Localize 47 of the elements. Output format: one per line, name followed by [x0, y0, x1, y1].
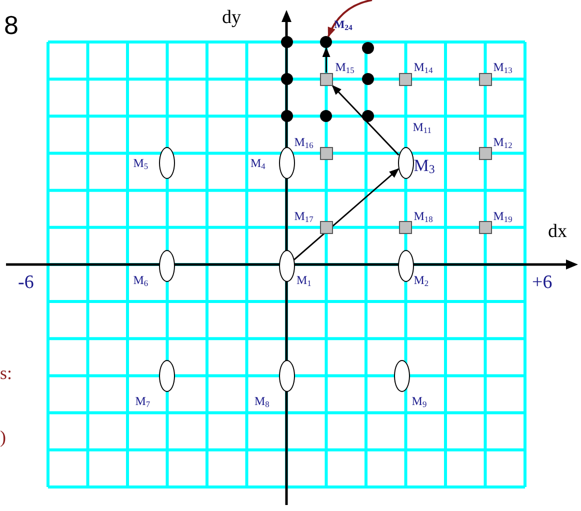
page-number: 8 — [4, 12, 18, 38]
square-marker — [320, 220, 333, 234]
caption-fragment: ) — [0, 428, 6, 446]
caption-fragment: s: — [0, 364, 12, 382]
arrow — [322, 47, 330, 73]
point-label: M$_{18}$ — [414, 210, 433, 222]
square-marker — [320, 146, 333, 160]
ellipse-marker — [159, 146, 176, 178]
point-label: M$_{12}$ — [493, 136, 512, 148]
square-marker — [320, 72, 333, 86]
ellipse-marker — [278, 360, 294, 392]
arrow — [327, 0, 372, 38]
point-label: M$_{11}$ — [412, 120, 432, 132]
ellipse-marker — [278, 250, 294, 282]
ellipse-marker — [278, 146, 294, 178]
point-label: M$_{8}$ — [254, 394, 270, 407]
point-label: M$_{6}$ — [133, 274, 148, 286]
ellipse-marker — [398, 146, 414, 178]
axis-tick-label: +6 — [532, 273, 552, 292]
ellipse-marker — [398, 250, 414, 282]
arrow — [293, 168, 400, 261]
point-label: M$_{15}$ — [335, 61, 354, 74]
point-label: M$_{3}$ — [414, 156, 435, 174]
ellipse-marker — [394, 360, 410, 392]
square-marker — [478, 220, 492, 234]
arrow — [332, 84, 400, 156]
ellipse-marker — [159, 250, 176, 282]
point-label: M$_{5}$ — [133, 156, 148, 168]
point-label: M$_{9}$ — [412, 394, 427, 407]
point-label: M$_{24}$ — [334, 20, 352, 31]
ellipse-marker — [159, 360, 176, 392]
axis-tick-label: -6 — [18, 273, 34, 292]
point-label: M$_{7}$ — [135, 394, 150, 407]
square-marker — [478, 146, 492, 160]
axis-label: dx — [548, 222, 567, 241]
point-label: M$_{2}$ — [414, 274, 429, 286]
square-marker — [478, 72, 492, 86]
point-label: M$_{16}$ — [294, 136, 314, 148]
point-label: M$_{17}$ — [294, 210, 314, 222]
square-marker — [399, 220, 412, 234]
square-marker — [399, 72, 412, 86]
point-label: M$_{19}$ — [493, 210, 512, 222]
point-label: M$_{14}$ — [414, 61, 433, 74]
point-label: M$_{13}$ — [493, 61, 512, 74]
point-label: M$_{1}$ — [296, 274, 312, 286]
axis-label: dy — [222, 8, 241, 27]
point-label: M$_{4}$ — [250, 156, 266, 168]
